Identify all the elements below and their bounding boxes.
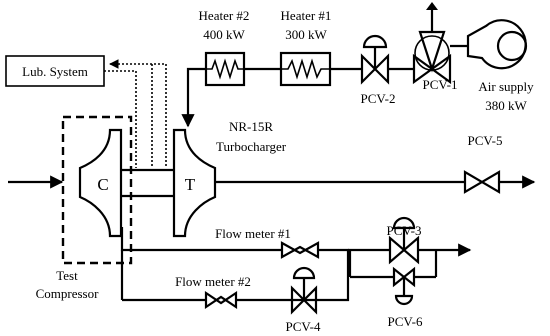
- pcv2-valve: [360, 53, 390, 85]
- heater2-name-label: Heater #2: [199, 8, 250, 23]
- compressor-letter: C: [97, 175, 108, 194]
- air-supply-power-label: 380 kW: [485, 98, 527, 113]
- flow-meter1: [280, 241, 320, 259]
- flow-meter2-label: Flow meter #2: [175, 274, 251, 289]
- flow-meter2: [204, 290, 238, 310]
- turbo-model-label: NR-15R: [229, 119, 273, 134]
- compressor-wheel: [78, 128, 123, 238]
- turbo-name-label: Turbocharger: [216, 139, 287, 154]
- turbine-letter: T: [185, 175, 196, 194]
- pcv1-valve: [412, 2, 452, 85]
- pcv4-label: PCV-4: [286, 319, 321, 334]
- heater2-coil: [206, 58, 244, 80]
- test-compressor-line1: Test: [56, 268, 78, 283]
- lub-system-label: Lub. System: [22, 64, 88, 79]
- lub-oil-lines: [104, 59, 167, 168]
- test-compressor-line2: Compressor: [36, 286, 100, 301]
- test-compressor-boundary: [61, 115, 133, 265]
- air-supply-name-label: Air supply: [478, 79, 534, 94]
- pcv3-actuator: [392, 216, 416, 230]
- turbine-wheel: [172, 128, 217, 238]
- pcv6-valve: [392, 266, 416, 288]
- hot-gas-line: [181, 67, 206, 128]
- pcv5-valve: [463, 170, 501, 194]
- pcv6-label: PCV-6: [388, 314, 423, 329]
- pcv2-label: PCV-2: [361, 91, 396, 106]
- pcv2-actuator: [362, 34, 388, 49]
- pcv4-actuator: [292, 266, 316, 280]
- heater1-coil: [281, 58, 330, 80]
- heater1-power-label: 300 kW: [285, 27, 327, 42]
- flow-meter1-label: Flow meter #1: [215, 226, 291, 241]
- pcv4-valve: [290, 285, 318, 315]
- pcv6-actuator: [394, 294, 414, 306]
- heater1-name-label: Heater #1: [281, 8, 332, 23]
- pcv1-label: PCV-1: [423, 77, 458, 92]
- pcv5-label: PCV-5: [468, 133, 503, 148]
- air-supply-blower: [450, 19, 528, 70]
- heater2-power-label: 400 kW: [203, 27, 245, 42]
- pcv3-valve: [388, 235, 420, 265]
